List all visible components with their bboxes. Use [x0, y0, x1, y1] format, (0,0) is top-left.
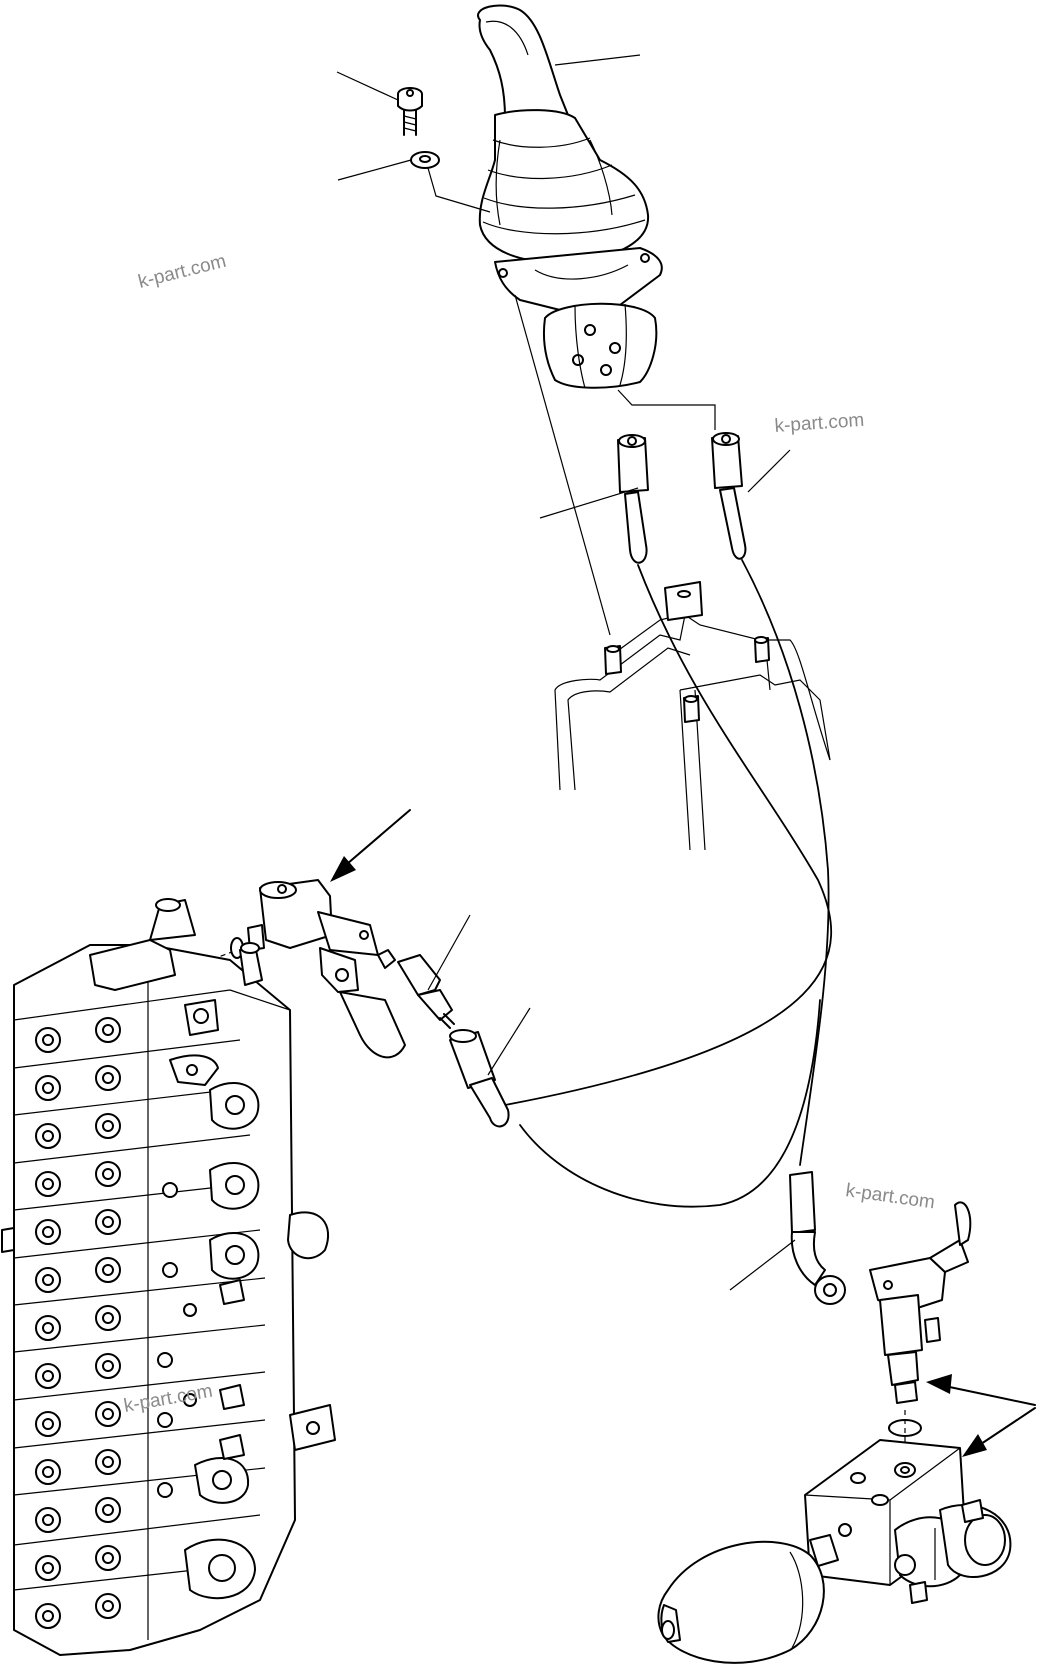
console-bracket: [554, 581, 831, 851]
leader-line-lever: [554, 54, 641, 66]
alignment-line-flange: [514, 294, 611, 636]
leader-line-hose-middle: [487, 1007, 531, 1076]
valve-side-fittings: [1, 1081, 336, 1600]
cap-screw: [397, 87, 423, 136]
alignment-line-ports: [617, 389, 716, 430]
joystick-lever: [477, 4, 569, 126]
watermark-text: k-part.com: [844, 1180, 936, 1213]
solenoid-valve: [894, 1499, 1012, 1604]
hose-fitting-right: [711, 432, 747, 560]
tee-fitting-right: [869, 1201, 972, 1404]
hose-line-b: [741, 559, 830, 1166]
elbow-fitting: [397, 954, 455, 1029]
arrow-left-tee: [330, 809, 411, 882]
arrow-right-block: [962, 1407, 1036, 1457]
watermark-text: k-part.com: [136, 251, 228, 293]
valve-ports-left-column: [35, 1027, 61, 1629]
hose-fitting-left: [617, 434, 649, 564]
joystick-boot: [478, 109, 650, 264]
accumulator: [657, 1534, 839, 1664]
hose-return-curve: [519, 999, 821, 1208]
washer: [410, 151, 440, 169]
alignment-line-washer: [427, 167, 491, 213]
hose-end-right: [789, 1171, 846, 1305]
arrow-right-tee: [926, 1374, 1036, 1406]
tee-fitting-left: [247, 879, 406, 1059]
valve-ports-right-column: [95, 1017, 121, 1619]
leader-line-elbow: [427, 914, 471, 991]
control-valve-stack: [1, 898, 336, 1656]
leader-line-screw: [336, 71, 399, 101]
joystick-valve-body: [542, 302, 658, 389]
watermark-text: k-part.com: [774, 410, 865, 437]
leader-line-hose-right: [747, 449, 791, 493]
hose-end-middle: [449, 1029, 510, 1128]
hose-line-a: [504, 564, 833, 1106]
leader-line-washer: [337, 159, 412, 181]
leader-line-hose-left: [539, 487, 639, 519]
leader-line-hose-right-end: [729, 1239, 796, 1291]
